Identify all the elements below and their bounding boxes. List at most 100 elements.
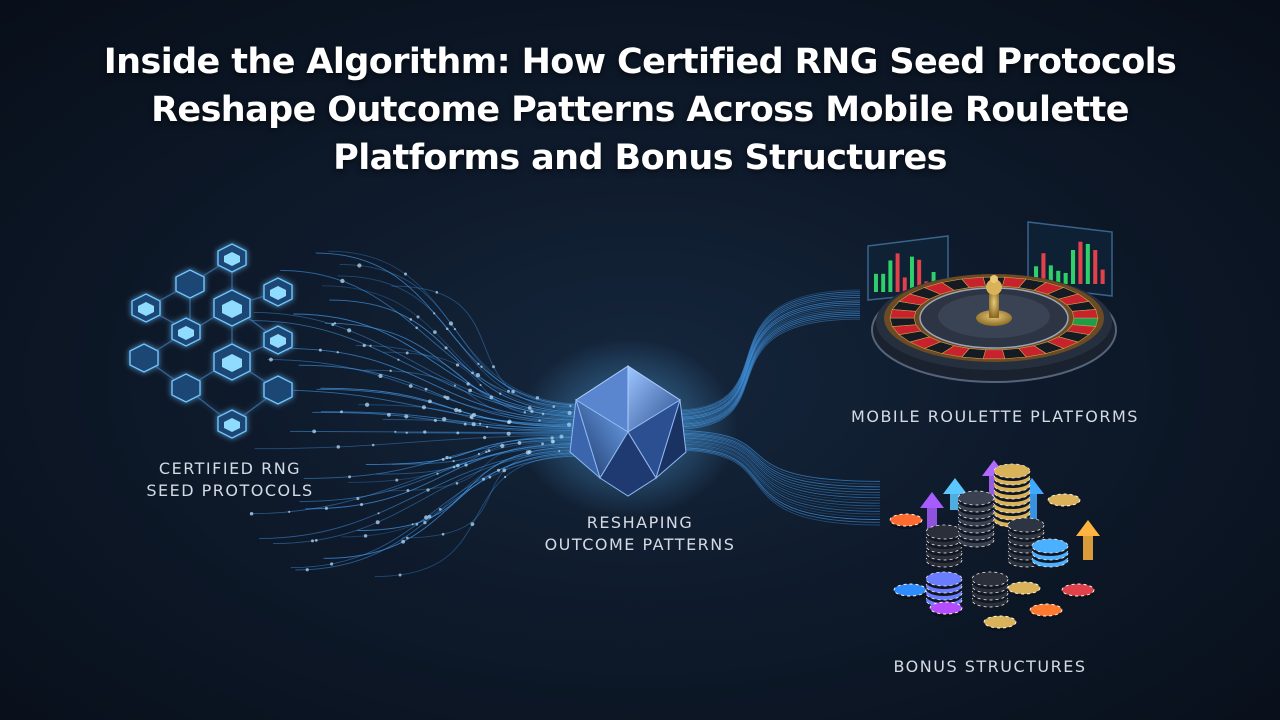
flow-particle: [500, 443, 505, 449]
loose-chip: [1029, 603, 1063, 617]
loose-chip: [929, 601, 963, 615]
rng-seed-label: CERTIFIED RNG SEED PROTOCOLS: [120, 458, 340, 502]
flow-particle: [471, 412, 476, 417]
flow-particle: [423, 430, 427, 434]
flow-particle: [411, 523, 414, 526]
flow-particle: [507, 420, 511, 424]
flow-particle: [503, 475, 507, 479]
reshape-label-line-1: RESHAPING: [586, 513, 694, 532]
flow-particle: [389, 369, 392, 373]
flow-particle: [403, 272, 408, 276]
flow-particle: [336, 445, 341, 449]
flow-particle: [453, 384, 457, 387]
hexagon-network-icon: [129, 243, 293, 439]
flow-particle: [452, 465, 456, 469]
flow-particle: [408, 384, 413, 388]
flow-particle: [471, 371, 474, 375]
roulette-wheel-icon: [867, 221, 1117, 383]
arrow-shaft: [1083, 534, 1093, 560]
crystal-core-icon: [518, 338, 738, 518]
flow-particle: [502, 468, 507, 473]
arrow-head: [943, 478, 967, 494]
arrow-shaft: [1027, 492, 1037, 520]
page-title: Inside the Algorithm: How Certified RNG …: [40, 38, 1240, 182]
flow-particle: [443, 395, 447, 399]
rng-label-line-2: SEED PROTOCOLS: [146, 481, 314, 500]
flow-particle: [249, 511, 254, 516]
chart-bar: [1093, 250, 1098, 284]
arrow-shaft: [950, 492, 960, 510]
arrow-shaft: [927, 506, 937, 530]
flow-particle: [369, 344, 372, 347]
flow-particle: [305, 568, 309, 572]
flow-particle: [458, 409, 462, 413]
flow-particle: [423, 521, 427, 525]
flow-particle: [449, 456, 452, 460]
flow-particle: [466, 382, 470, 386]
flow-particle: [471, 422, 476, 427]
flow-particle: [357, 263, 362, 268]
flow-particle: [427, 514, 432, 519]
flow-particle: [463, 422, 467, 426]
flow-particle: [371, 443, 375, 447]
flow-particle: [454, 407, 459, 413]
flow-particle: [312, 429, 317, 434]
flow-particle: [477, 452, 481, 456]
flow-particle: [356, 497, 360, 501]
chip: [1031, 538, 1069, 554]
flow-particle: [477, 362, 480, 365]
roulette-platforms-label: MOBILE ROULETTE PLATFORMS: [851, 407, 1139, 426]
flow-particle: [445, 455, 449, 460]
rng-label-line-1: CERTIFIED RNG: [158, 459, 302, 478]
roulette-pocket: [889, 317, 917, 327]
flow-particle: [441, 457, 445, 461]
flow-particle: [330, 562, 334, 566]
chip: [1007, 517, 1045, 533]
chart-bar: [1041, 253, 1046, 284]
title-line-3: Platforms and Bonus Structures: [333, 138, 947, 178]
flow-particle: [318, 348, 322, 352]
loose-chip: [983, 615, 1017, 629]
flow-particle: [331, 323, 335, 327]
flow-particle: [404, 414, 409, 419]
flow-particle: [487, 449, 491, 453]
flow-particle: [506, 431, 511, 436]
flow-particle: [363, 534, 368, 538]
flow-particle: [387, 412, 391, 417]
roulette-pocket: [982, 349, 1006, 360]
flow-particle: [405, 431, 408, 434]
right-chart-screen: [1027, 221, 1113, 297]
chip: [957, 490, 995, 506]
flow-particle: [480, 365, 483, 368]
flow-particle: [333, 322, 337, 325]
loose-chip: [1007, 581, 1041, 595]
flow-particle: [470, 522, 475, 527]
reshaping-label: RESHAPING OUTCOME PATTERNS: [490, 512, 790, 556]
flow-particle: [428, 399, 432, 404]
flow-particle: [456, 463, 460, 468]
flow-particle: [348, 475, 352, 479]
flow-particle: [469, 416, 472, 419]
flow-particle: [438, 507, 442, 511]
flow-particle: [464, 463, 468, 467]
flow-particle: [489, 395, 494, 400]
flow-particle: [483, 435, 487, 440]
flow-particle: [377, 512, 380, 515]
loose-chip: [1047, 493, 1081, 507]
flow-particle: [444, 346, 448, 350]
flow-particle: [336, 351, 339, 354]
flow-particle: [394, 430, 397, 433]
flow-particle: [397, 358, 400, 361]
flow-particle: [398, 573, 402, 577]
flow-particle: [488, 475, 492, 479]
chart-bar: [1034, 266, 1039, 284]
casino-chips-icon: [889, 460, 1100, 631]
flow-particle: [347, 328, 352, 333]
chip: [993, 463, 1031, 479]
flow-particle: [452, 459, 455, 463]
arrow-shaft: [989, 474, 999, 500]
flow-particle: [482, 477, 485, 481]
flow-particle: [435, 291, 439, 294]
flow-particle: [314, 538, 318, 542]
